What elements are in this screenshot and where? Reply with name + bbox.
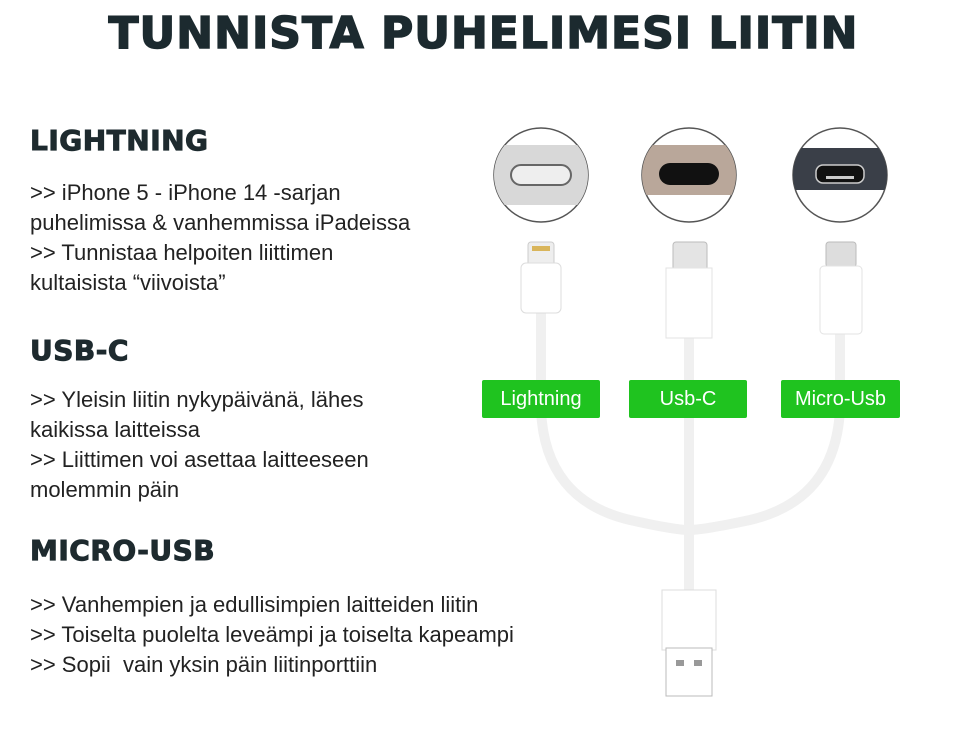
usb-c-port-icon bbox=[641, 127, 737, 223]
lightning-text: >> iPhone 5 - iPhone 14 -sarjan puhelimis… bbox=[30, 178, 410, 298]
usb-c-plug bbox=[665, 241, 713, 339]
text-line: >> iPhone 5 - iPhone 14 -sarjan bbox=[30, 180, 341, 205]
label-usb-c: Usb-C bbox=[629, 380, 747, 418]
heading-micro-usb: MICRO-USB bbox=[29, 534, 216, 568]
text-line: kaikissa laitteissa bbox=[30, 417, 200, 442]
text-line: >> Yleisin liitin nykypäivänä, lähes bbox=[30, 387, 364, 412]
text-line: >> Liittimen voi asettaa laitteeseen bbox=[30, 447, 369, 472]
text-line: puhelimissa & vanhemmissa iPadeissa bbox=[30, 210, 411, 235]
cable-illustration bbox=[493, 127, 888, 697]
heading-usb-c: USB-C bbox=[30, 334, 129, 368]
heading-lightning: LIGHTNING bbox=[30, 124, 209, 158]
text-line: >> Vanhempien ja edullisimpien laitteide… bbox=[30, 592, 479, 617]
label-micro-usb: Micro-Usb bbox=[781, 380, 900, 418]
text-line: kultaisista “viivoista” bbox=[30, 270, 226, 295]
label-lightning: Lightning bbox=[482, 380, 600, 418]
micro-usb-port-icon bbox=[792, 127, 888, 223]
usb-c-text: >> Yleisin liitin nykypäivänä, lähes kaik… bbox=[30, 385, 369, 505]
text-line: >> Tunnistaa helpoiten liittimen bbox=[30, 240, 334, 265]
usb-a-plug bbox=[661, 589, 717, 697]
lightning-plug bbox=[520, 241, 562, 314]
text-line: >> Sopii vain yksin päin liitinporttiin bbox=[30, 652, 378, 677]
micro-usb-plug bbox=[819, 241, 863, 335]
page-title: TUNNISTA PUHELIMESI LIITIN bbox=[108, 7, 859, 60]
micro-usb-text: >> Vanhempien ja edullisimpien laitteide… bbox=[30, 590, 514, 680]
text-line: molemmin päin bbox=[30, 477, 180, 502]
lightning-port-icon bbox=[493, 127, 589, 223]
text-line: >> Toiselta puolelta leveämpi ja toiselt… bbox=[30, 622, 514, 647]
